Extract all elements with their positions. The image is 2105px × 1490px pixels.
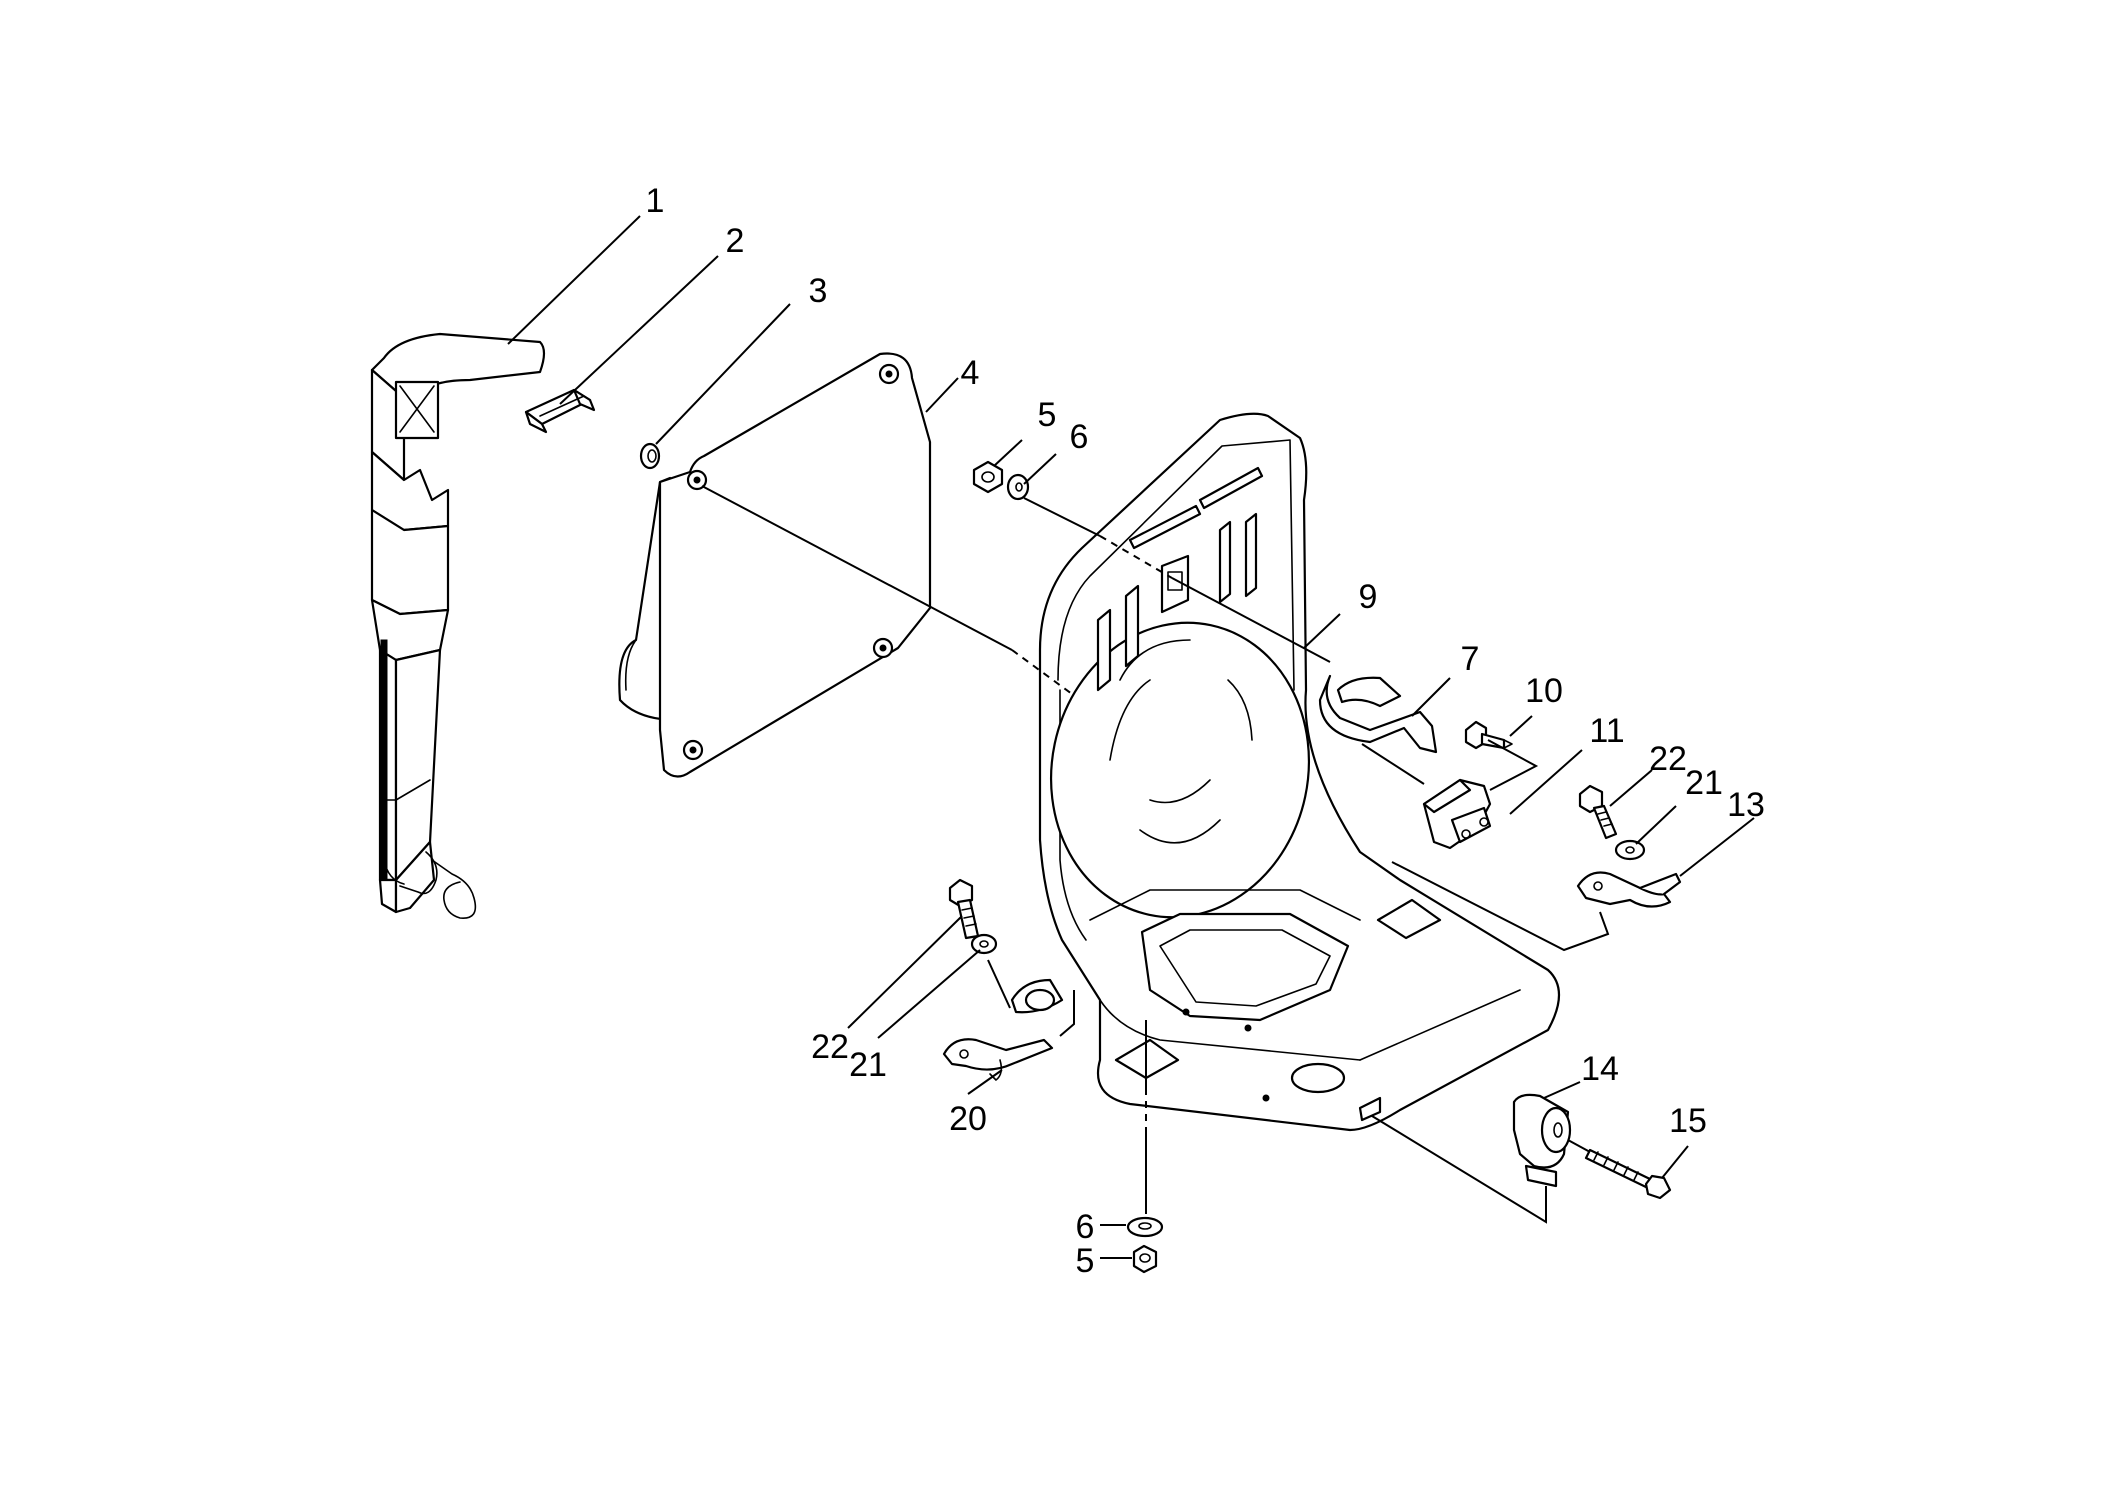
callout-6-lower: 6 xyxy=(1076,1208,1095,1246)
backpack-frame xyxy=(1010,412,1560,1132)
callout-22-upper: 22 xyxy=(1649,740,1687,778)
assembly-guide-lines xyxy=(701,485,1610,1224)
washer-part-6-lower xyxy=(1126,1216,1164,1238)
callout-6-upper: 6 xyxy=(1070,418,1089,456)
callout-21-upper: 21 xyxy=(1685,764,1723,802)
bolt-part-22-lower xyxy=(948,878,980,940)
screw-part-15 xyxy=(1584,1148,1672,1200)
foot-pad-part-14 xyxy=(1512,1093,1572,1188)
screw-part-10 xyxy=(1464,720,1513,750)
clip-bracket-part-13 xyxy=(1576,871,1682,908)
strap-buckle-part-2 xyxy=(524,388,596,434)
callout-4: 4 xyxy=(961,354,980,392)
bolt-part-22-upper xyxy=(1578,784,1618,840)
back-pad-part-4 xyxy=(618,352,932,778)
callout-22-lower: 22 xyxy=(811,1028,849,1066)
nut-part-5-upper xyxy=(972,460,1004,494)
callout-13: 13 xyxy=(1727,786,1765,824)
bracket-part-9 xyxy=(1318,674,1438,754)
callout-5-upper: 5 xyxy=(1038,396,1057,434)
washer-part-21-upper xyxy=(1614,839,1646,861)
callout-2: 2 xyxy=(726,222,745,260)
callout-3: 3 xyxy=(809,272,828,310)
washer-part-21-lower xyxy=(970,933,998,955)
callout-21-lower: 21 xyxy=(849,1046,887,1084)
callout-11: 11 xyxy=(1589,712,1624,750)
callout-leader-lines xyxy=(507,215,1755,1259)
grommet-part-3 xyxy=(639,442,661,470)
callout-20: 20 xyxy=(949,1100,987,1138)
washer-part-6-upper xyxy=(1006,473,1030,501)
callout-numbers: 1 2 3 4 5 6 9 7 10 11 22 21 13 22 21 20 … xyxy=(646,182,1765,1280)
callout-5-lower: 5 xyxy=(1076,1242,1095,1280)
callout-10: 10 xyxy=(1525,672,1563,710)
callout-14: 14 xyxy=(1581,1050,1619,1088)
clip-bracket-part-20 xyxy=(942,1038,1054,1081)
callout-15: 15 xyxy=(1669,1102,1707,1140)
nut-part-5-lower xyxy=(1132,1244,1158,1274)
buckle-holder-part-11 xyxy=(1422,778,1492,850)
callout-9: 9 xyxy=(1359,578,1378,616)
callout-1: 1 xyxy=(646,182,665,220)
shoulder-strap-part-1 xyxy=(370,332,546,919)
callout-7: 7 xyxy=(1461,640,1480,678)
